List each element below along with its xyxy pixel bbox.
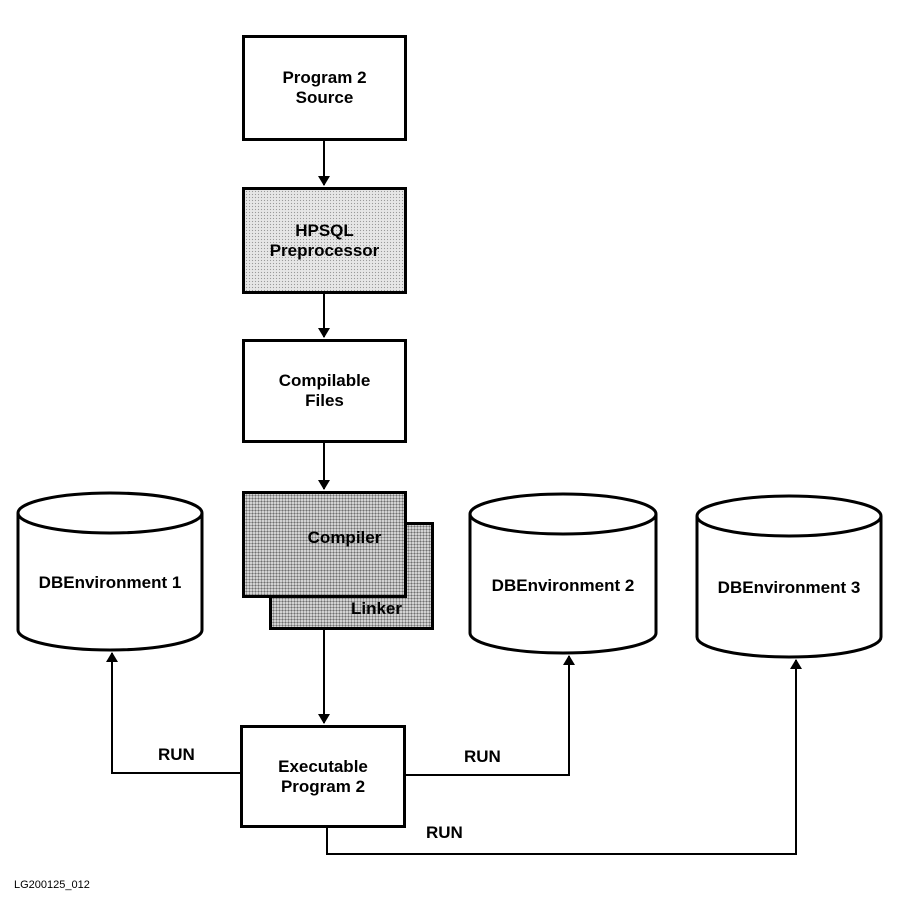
linker-label: Linker (350, 599, 403, 618)
executable-box: Executable Program 2 (240, 725, 406, 828)
figure-id: LG200125_012 (14, 879, 90, 891)
arrow-run-to-db1 (106, 652, 240, 774)
compiler-label: Compiler (307, 527, 382, 547)
db3-label: DBEnvironment 3 (717, 578, 861, 597)
program-source-label: Program 2 Source (282, 68, 367, 107)
compiler-box: Compiler (242, 491, 407, 598)
db1-label: DBEnvironment 1 (38, 573, 182, 592)
db3-cylinder (695, 494, 883, 659)
preprocessor-box: HPSQL Preprocessor (242, 187, 407, 294)
arrow-run-to-db3 (326, 659, 802, 855)
run-label-db1: RUN (158, 745, 195, 764)
executable-label: Executable Program 2 (278, 756, 368, 796)
compilable-files-label: Compilable Files (278, 371, 371, 410)
run-label-db2: RUN (464, 747, 501, 766)
run-label-db3: RUN (426, 823, 463, 842)
arrow-run-to-db2 (406, 655, 575, 776)
program-source-box: Program 2 Source (242, 35, 407, 141)
db2-label: DBEnvironment 2 (491, 576, 635, 595)
compilable-files-box: Compilable Files (242, 339, 407, 443)
preprocessor-label: HPSQL Preprocessor (269, 220, 380, 260)
db2-cylinder (468, 492, 658, 655)
db1-cylinder (16, 491, 204, 652)
